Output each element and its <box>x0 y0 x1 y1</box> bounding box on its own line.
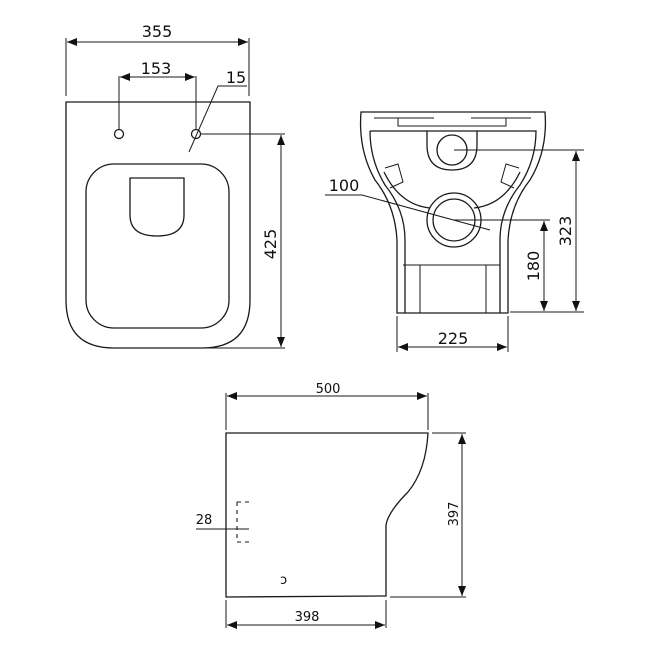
fixing-hole-left <box>113 128 125 140</box>
hole-diameter-leader <box>188 85 247 153</box>
front-view-inner-outline <box>369 130 537 313</box>
top-view: 355 153 15 425 <box>65 22 285 349</box>
hole-diameter-label: 15 <box>226 68 246 87</box>
inlet-pocket <box>426 131 478 171</box>
outlet-hidden-line <box>236 501 249 543</box>
bowl-opening <box>129 177 185 237</box>
length-label: 500 <box>316 382 341 397</box>
inlet-height-label: 323 <box>556 216 575 247</box>
depth-dimension-label: 425 <box>261 229 280 260</box>
side-view-outline <box>225 432 429 598</box>
front-view-outline <box>359 111 547 314</box>
side-view: ͻ 28 500 397 398 <box>196 382 466 629</box>
outlet-diameter-label: 100 <box>329 176 360 195</box>
front-view: 100 323 180 225 <box>325 111 584 352</box>
height-label: 397 <box>447 502 462 527</box>
top-view-outline <box>65 101 251 349</box>
small-mark: ͻ <box>280 573 287 588</box>
outlet-diameter-leader <box>325 194 491 231</box>
seat-outline <box>85 163 230 329</box>
side-vent-left <box>384 163 404 189</box>
base-width-label: 225 <box>438 329 469 348</box>
side-vent-right <box>500 163 520 189</box>
rim-slot <box>397 118 507 127</box>
outlet-offset-label: 28 <box>196 513 213 528</box>
base-length-label: 398 <box>295 610 320 625</box>
outlet-height-label: 180 <box>524 251 543 282</box>
chamber-curve <box>383 171 521 209</box>
width-dimension-label: 355 <box>142 22 173 41</box>
hole-spacing-label: 153 <box>141 59 172 78</box>
